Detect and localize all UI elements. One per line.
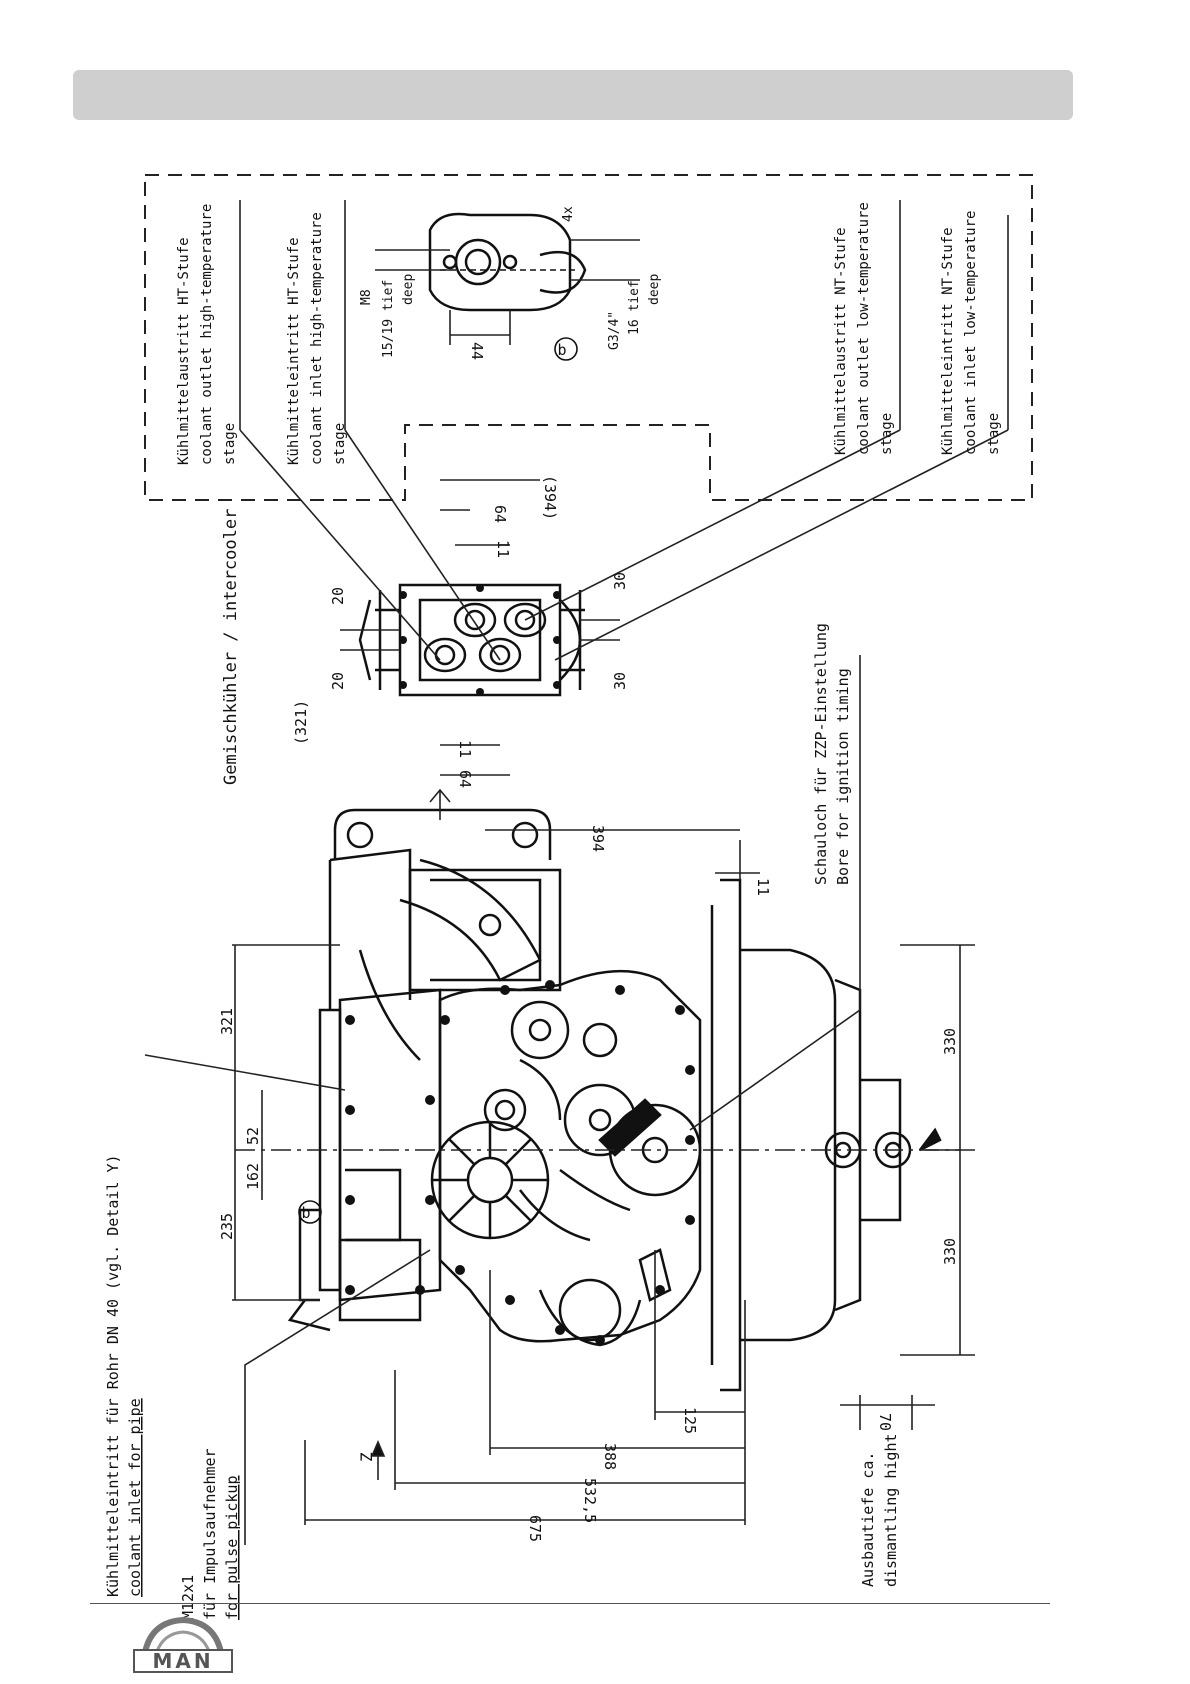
label-m8-deep: deep — [401, 274, 416, 305]
dim-388: 388 — [601, 1443, 619, 1470]
label-pulse-pickup-en: for pulse pickup — [223, 1476, 241, 1621]
intercooler-detail — [358, 583, 585, 697]
label-g34-depth: 16 tief — [627, 280, 642, 335]
detail-b-circle-flange — [554, 337, 578, 361]
label-coolant-inlet-pipe-en: coolant inlet for pipe — [126, 1398, 144, 1597]
dim-20-a: 20 — [329, 587, 347, 605]
dim-11-a: 11 — [494, 540, 512, 558]
dim-64-a: 64 — [491, 505, 509, 523]
label-dismantling-en: dismantling hight — [882, 1433, 900, 1587]
dim-11: 11 — [754, 878, 772, 896]
label-lt-inlet-de: Kühlmitteleintritt NT-Stufe — [940, 227, 956, 455]
dim-235: 235 — [218, 1213, 236, 1240]
dim-20-b: 20 — [329, 672, 347, 690]
man-logo: MAN — [133, 1616, 233, 1673]
flange-detail — [428, 212, 587, 312]
dim-64-b: 64 — [456, 770, 474, 788]
label-lt-inlet-en: coolant inlet low-temperature — [963, 211, 979, 455]
dim-52: 52 — [244, 1127, 262, 1145]
label-lt-outlet-en: coolant outlet low-temperature — [856, 202, 872, 455]
label-lt-outlet-de: Kühlmittelaustritt NT-Stufe — [833, 227, 849, 455]
footer-rule — [90, 1603, 1050, 1604]
label-ht-outlet-en: coolant outlet high-temperature — [199, 204, 215, 465]
dim-11-b: 11 — [456, 740, 474, 758]
label-ht-inlet-stage: stage — [332, 423, 348, 465]
label-detail-b-flange: b — [557, 341, 566, 359]
label-m12x1: M12x1 — [179, 1575, 197, 1620]
label-view-z: Z — [357, 1452, 376, 1462]
man-logo-text: MAN — [152, 1649, 213, 1673]
label-intercooler: Gemischkühler / intercooler — [221, 509, 241, 785]
label-ht-outlet-stage: stage — [222, 423, 238, 465]
label-m8-depth: 15/19 tief — [381, 280, 396, 358]
dim-321-paren: (321) — [292, 700, 310, 745]
dim-394-paren: (394) — [541, 475, 559, 520]
label-4x: 4x — [561, 206, 576, 222]
detail-b-circle-main — [298, 1200, 322, 1224]
label-g34-deep: deep — [647, 274, 662, 305]
leader-lines — [144, 200, 1009, 1545]
label-ht-inlet-de: Kühlmitteleintritt HT-Stufe — [286, 237, 302, 465]
label-ht-inlet-en: coolant inlet high-temperature — [309, 212, 325, 465]
dim-44: 44 — [468, 342, 486, 360]
label-dismantling-de: Ausbautiefe ca. — [859, 1452, 877, 1587]
label-detail-b-main: b — [301, 1204, 310, 1222]
dim-162: 162 — [244, 1163, 262, 1190]
dim-70: 70 — [876, 1413, 894, 1431]
dim-330-a: 330 — [941, 1028, 959, 1055]
dim-125: 125 — [681, 1407, 699, 1434]
label-timing-en: Bore for ignition timing — [834, 668, 852, 885]
label-coolant-inlet-pipe-de: Kühlmitteleintritt für Rohr DN 40 (vgl. … — [104, 1154, 122, 1597]
dim-30-a: 30 — [611, 572, 629, 590]
detail-frame — [144, 174, 1033, 501]
dim-532: 532,5 — [581, 1478, 599, 1523]
header-bar — [73, 70, 1073, 120]
dim-675: 675 — [526, 1515, 544, 1542]
dim-321: 321 — [218, 1008, 236, 1035]
label-lt-inlet-stage: stage — [986, 413, 1002, 455]
label-g34: G3/4" — [607, 311, 622, 350]
label-ht-outlet-de: Kühlmittelaustritt HT-Stufe — [176, 237, 192, 465]
label-m8: M8 — [359, 289, 374, 305]
label-pulse-pickup-de: für Impulsaufnehmer — [201, 1448, 219, 1620]
dim-330-b: 330 — [941, 1238, 959, 1265]
engine-main-view — [287, 808, 942, 1392]
label-timing-de: Schauloch für ZZP-Einstellung — [812, 623, 830, 885]
dimension-lines — [232, 239, 975, 1525]
dim-30-b: 30 — [611, 672, 629, 690]
label-lt-outlet-stage: stage — [879, 413, 895, 455]
dim-394: 394 — [589, 825, 607, 852]
